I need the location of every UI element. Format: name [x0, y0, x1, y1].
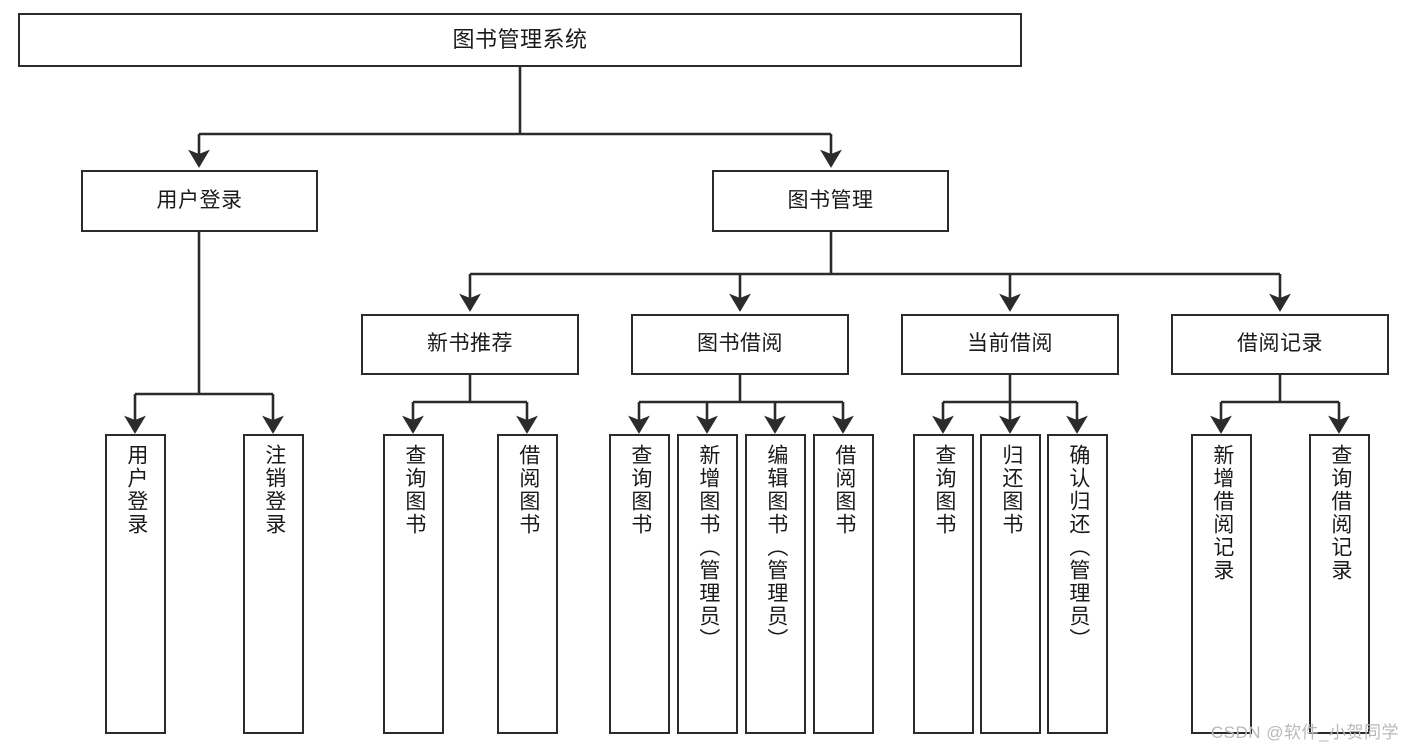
- node-leaf-return-book[interactable]: 归还图书: [980, 434, 1041, 734]
- node-label: 查询图书: [628, 444, 652, 536]
- node-label: 新增借阅记录: [1210, 444, 1234, 582]
- node-label: 查询图书: [402, 444, 426, 536]
- node-leaf-borrow-book-1[interactable]: 借阅图书: [497, 434, 558, 734]
- node-label: 编辑图书（管理员）: [764, 444, 788, 651]
- node-user-login[interactable]: 用户登录: [81, 170, 318, 232]
- node-label: 新增图书（管理员）: [696, 444, 720, 651]
- node-leaf-logout-login[interactable]: 注销登录: [243, 434, 304, 734]
- node-label: 当前借阅: [967, 332, 1053, 356]
- node-leaf-edit-book-admin[interactable]: 编辑图书（管理员）: [745, 434, 806, 734]
- node-label: 查询图书: [932, 444, 956, 536]
- node-label: 新书推荐: [427, 332, 513, 356]
- node-book-borrow[interactable]: 图书借阅: [631, 314, 849, 375]
- node-new-book-recommend[interactable]: 新书推荐: [361, 314, 579, 375]
- node-leaf-query-borrow-record[interactable]: 查询借阅记录: [1309, 434, 1370, 734]
- node-borrow-record[interactable]: 借阅记录: [1171, 314, 1389, 375]
- node-label: 用户登录: [156, 188, 243, 212]
- node-leaf-query-book-3[interactable]: 查询图书: [913, 434, 974, 734]
- node-label: 借阅记录: [1237, 332, 1323, 356]
- node-label: 归还图书: [999, 444, 1023, 536]
- csdn-watermark: CSDN @软件_小贺同学: [1210, 723, 1399, 742]
- node-label: 借阅图书: [832, 444, 856, 536]
- node-label: 图书管理系统: [452, 27, 588, 53]
- node-leaf-query-book-2[interactable]: 查询图书: [609, 434, 670, 734]
- node-leaf-confirm-return-admin[interactable]: 确认归还（管理员）: [1047, 434, 1108, 734]
- node-leaf-borrow-book-2[interactable]: 借阅图书: [813, 434, 874, 734]
- node-label: 图书借阅: [697, 332, 783, 356]
- node-label: 确认归还（管理员）: [1066, 444, 1090, 651]
- node-leaf-query-book-1[interactable]: 查询图书: [383, 434, 444, 734]
- node-leaf-add-borrow-record[interactable]: 新增借阅记录: [1191, 434, 1252, 734]
- node-leaf-add-book-admin[interactable]: 新增图书（管理员）: [677, 434, 738, 734]
- node-label: 用户登录: [124, 444, 148, 536]
- node-label: 借阅图书: [516, 444, 540, 536]
- node-label: 查询借阅记录: [1328, 444, 1352, 582]
- node-leaf-user-login[interactable]: 用户登录: [105, 434, 166, 734]
- node-label: 图书管理: [787, 188, 874, 212]
- node-label: 注销登录: [262, 444, 286, 536]
- node-root-system[interactable]: 图书管理系统: [18, 13, 1022, 67]
- node-book-management[interactable]: 图书管理: [712, 170, 949, 232]
- node-current-borrow[interactable]: 当前借阅: [901, 314, 1119, 375]
